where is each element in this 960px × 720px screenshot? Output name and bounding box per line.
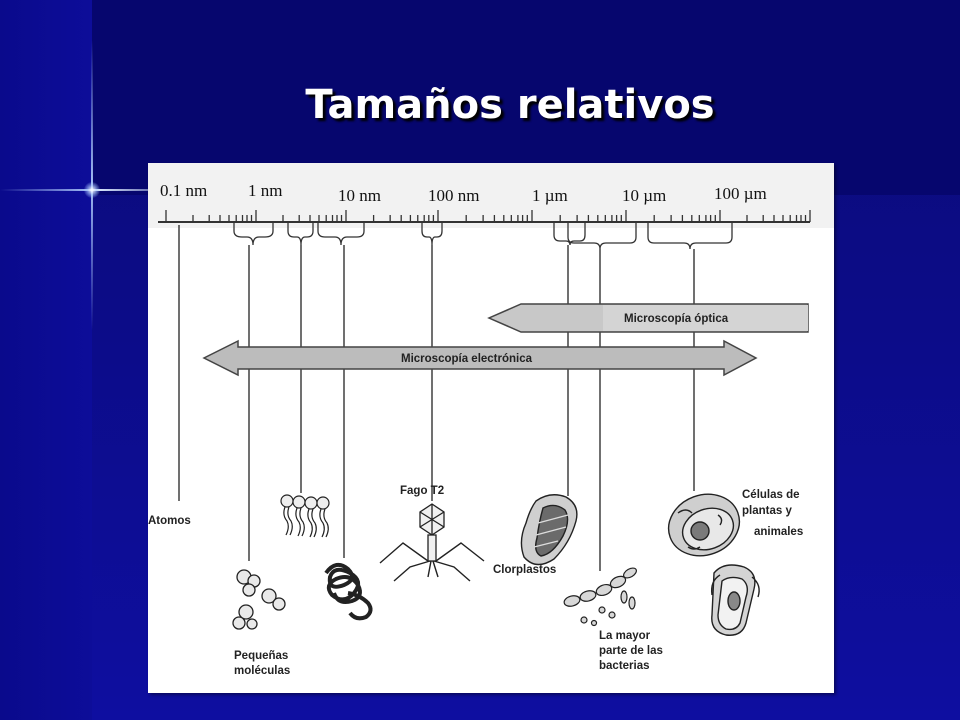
label-bacteria-line3: bacterias bbox=[599, 660, 650, 672]
bacteria-illustration bbox=[563, 567, 637, 627]
scale-label-0-1-nm: 0.1 nm bbox=[160, 181, 207, 200]
range-brackets bbox=[233, 223, 733, 250]
scale-label-1-um: 1 µm bbox=[532, 186, 568, 205]
label-chloroplasts: Clorplastos bbox=[493, 564, 556, 576]
light-flare-horizontal bbox=[0, 189, 200, 191]
slide-title: Tamaños relativos bbox=[305, 82, 715, 128]
electron-microscopy-label: Microscopía electrónica bbox=[401, 353, 533, 365]
chloroplast-illustration bbox=[520, 494, 578, 566]
scale-label-10-nm: 10 nm bbox=[338, 186, 381, 205]
label-cells-line3: animales bbox=[754, 526, 803, 538]
electron-microscopy-arrow: Microscopía electrónica bbox=[202, 339, 758, 377]
scale-label-1-nm: 1 nm bbox=[248, 181, 282, 200]
scale-label-100-um: 100 µm bbox=[714, 184, 767, 203]
optical-microscopy-label: Microscopía óptica bbox=[624, 313, 729, 325]
animal-cell-illustration bbox=[667, 493, 741, 557]
top-background-band bbox=[92, 0, 960, 195]
protein-illustration bbox=[324, 562, 373, 621]
optical-microscopy-arrow: Microscopía óptica bbox=[487, 303, 809, 333]
scale-label-100-nm: 100 nm bbox=[428, 186, 479, 205]
relative-sizes-diagram: 0.1 nm 1 nm 10 nm 100 nm 1 µm 10 µm 100 … bbox=[148, 163, 834, 693]
small-molecules-illustration bbox=[232, 569, 286, 630]
label-atoms: Atomos bbox=[148, 515, 191, 527]
bracket-cells bbox=[647, 223, 733, 250]
scale-ticks bbox=[165, 210, 811, 222]
label-bacteria-line2: parte de las bbox=[599, 645, 663, 657]
plant-cell-illustration bbox=[710, 564, 760, 636]
label-small-molecules-line1: Pequeñas bbox=[234, 650, 288, 662]
scale-label-10-um: 10 µm bbox=[622, 186, 666, 205]
label-cells-line2: plantas y bbox=[742, 505, 792, 517]
diagram-canvas: 0.1 nm 1 nm 10 nm 100 nm 1 µm 10 µm 100 … bbox=[148, 163, 834, 677]
lipid-molecules-illustration bbox=[280, 494, 330, 538]
bracket-chloroplasts bbox=[553, 223, 586, 246]
light-flare-center bbox=[84, 182, 100, 198]
label-small-molecules-line2: moléculas bbox=[234, 665, 290, 677]
phage-t2-illustration bbox=[379, 503, 485, 582]
bracket-proteins bbox=[317, 223, 365, 246]
label-cells-line1: Células de bbox=[742, 489, 800, 501]
bracket-small-molecules bbox=[233, 223, 274, 246]
label-bacteria-line1: La mayor bbox=[599, 630, 651, 642]
label-phage-t2: Fago T2 bbox=[400, 485, 444, 497]
left-background-band bbox=[0, 0, 92, 720]
